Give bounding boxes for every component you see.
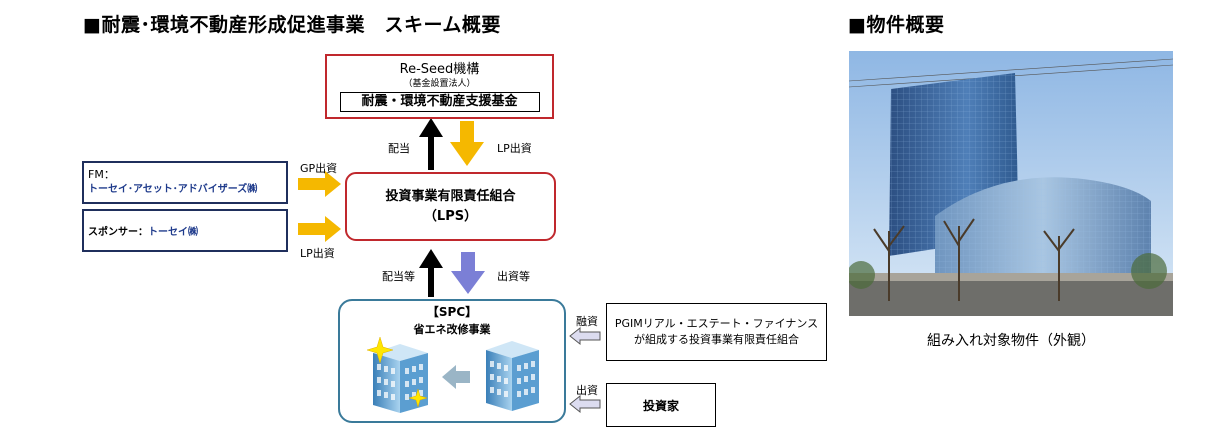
investment-etc-label: 出資等 bbox=[497, 270, 530, 283]
fm-label: FM： bbox=[88, 168, 115, 181]
investment-label: 出資 bbox=[576, 384, 598, 397]
sponsor-company: トーセイ㈱ bbox=[148, 227, 198, 238]
spc-box: 【SPC】 省エネ改修事業 bbox=[338, 299, 566, 423]
sponsor-label: スポンサー： bbox=[88, 227, 148, 238]
investor-label: 投資家 bbox=[642, 398, 679, 413]
lps-abbrev: （LPS） bbox=[423, 208, 478, 224]
pgim-box: PGIMリアル・エステート・ファイナンス が組成する投資事業有限責任組合 bbox=[606, 303, 827, 361]
gp-investment-arrow bbox=[298, 171, 341, 197]
gp-investment-label: GP出資 bbox=[300, 162, 338, 175]
dividend-label: 配当 bbox=[388, 142, 410, 155]
investment-etc-arrow bbox=[451, 252, 485, 294]
reseed-box: Re-Seed機構 （基金設置法人） 耐震・環境不動産支援基金 bbox=[325, 54, 554, 119]
sparkle-icon bbox=[366, 336, 428, 408]
financing-arrow bbox=[569, 326, 601, 346]
existing-building-icon bbox=[486, 341, 539, 411]
lps-name: 投資事業有限責任組合 bbox=[385, 188, 516, 204]
dividend-etc-arrow bbox=[419, 249, 443, 297]
lp-investment-arrow-2 bbox=[298, 216, 341, 242]
lp-investment-label: LP出資 bbox=[497, 142, 532, 155]
lps-box: 投資事業有限責任組合 （LPS） bbox=[345, 172, 556, 241]
pgim-line1: PGIMリアル・エステート・ファイナンス bbox=[614, 317, 819, 330]
lp-investment-arrow bbox=[450, 121, 484, 166]
fm-box: FM： トーセイ･アセット･アドバイザーズ㈱ bbox=[82, 161, 288, 204]
fund-name-box: 耐震・環境不動産支援基金 bbox=[339, 91, 540, 112]
lp-investment-label-2: LP出資 bbox=[300, 247, 335, 260]
property-caption: 組み入れ対象物件（外観） bbox=[927, 333, 1095, 349]
financing-label: 融資 bbox=[576, 315, 598, 328]
investor-box: 投資家 bbox=[606, 383, 716, 427]
spc-project: 省エネ改修事業 bbox=[413, 323, 491, 336]
retrofit-illustration bbox=[366, 336, 539, 413]
reseed-sub: （基金設置法人） bbox=[403, 78, 476, 89]
dividend-arrow bbox=[419, 118, 443, 170]
spc-label: 【SPC】 bbox=[426, 305, 478, 319]
investment-arrow bbox=[569, 394, 601, 414]
dividend-etc-label: 配当等 bbox=[382, 270, 415, 283]
pgim-line2: が組成する投資事業有限責任組合 bbox=[634, 333, 799, 346]
property-title: ■物件概要 bbox=[848, 14, 945, 36]
reseed-name: Re-Seed機構 bbox=[399, 61, 480, 77]
fm-company: トーセイ･アセット･アドバイザーズ㈱ bbox=[88, 184, 258, 195]
sponsor-box: スポンサー： トーセイ㈱ bbox=[82, 209, 288, 252]
renovation-arrow-icon bbox=[442, 365, 470, 389]
property-photo bbox=[849, 51, 1173, 316]
scheme-title: ■耐震･環境不動産形成促進事業 スキーム概要 bbox=[83, 14, 501, 36]
